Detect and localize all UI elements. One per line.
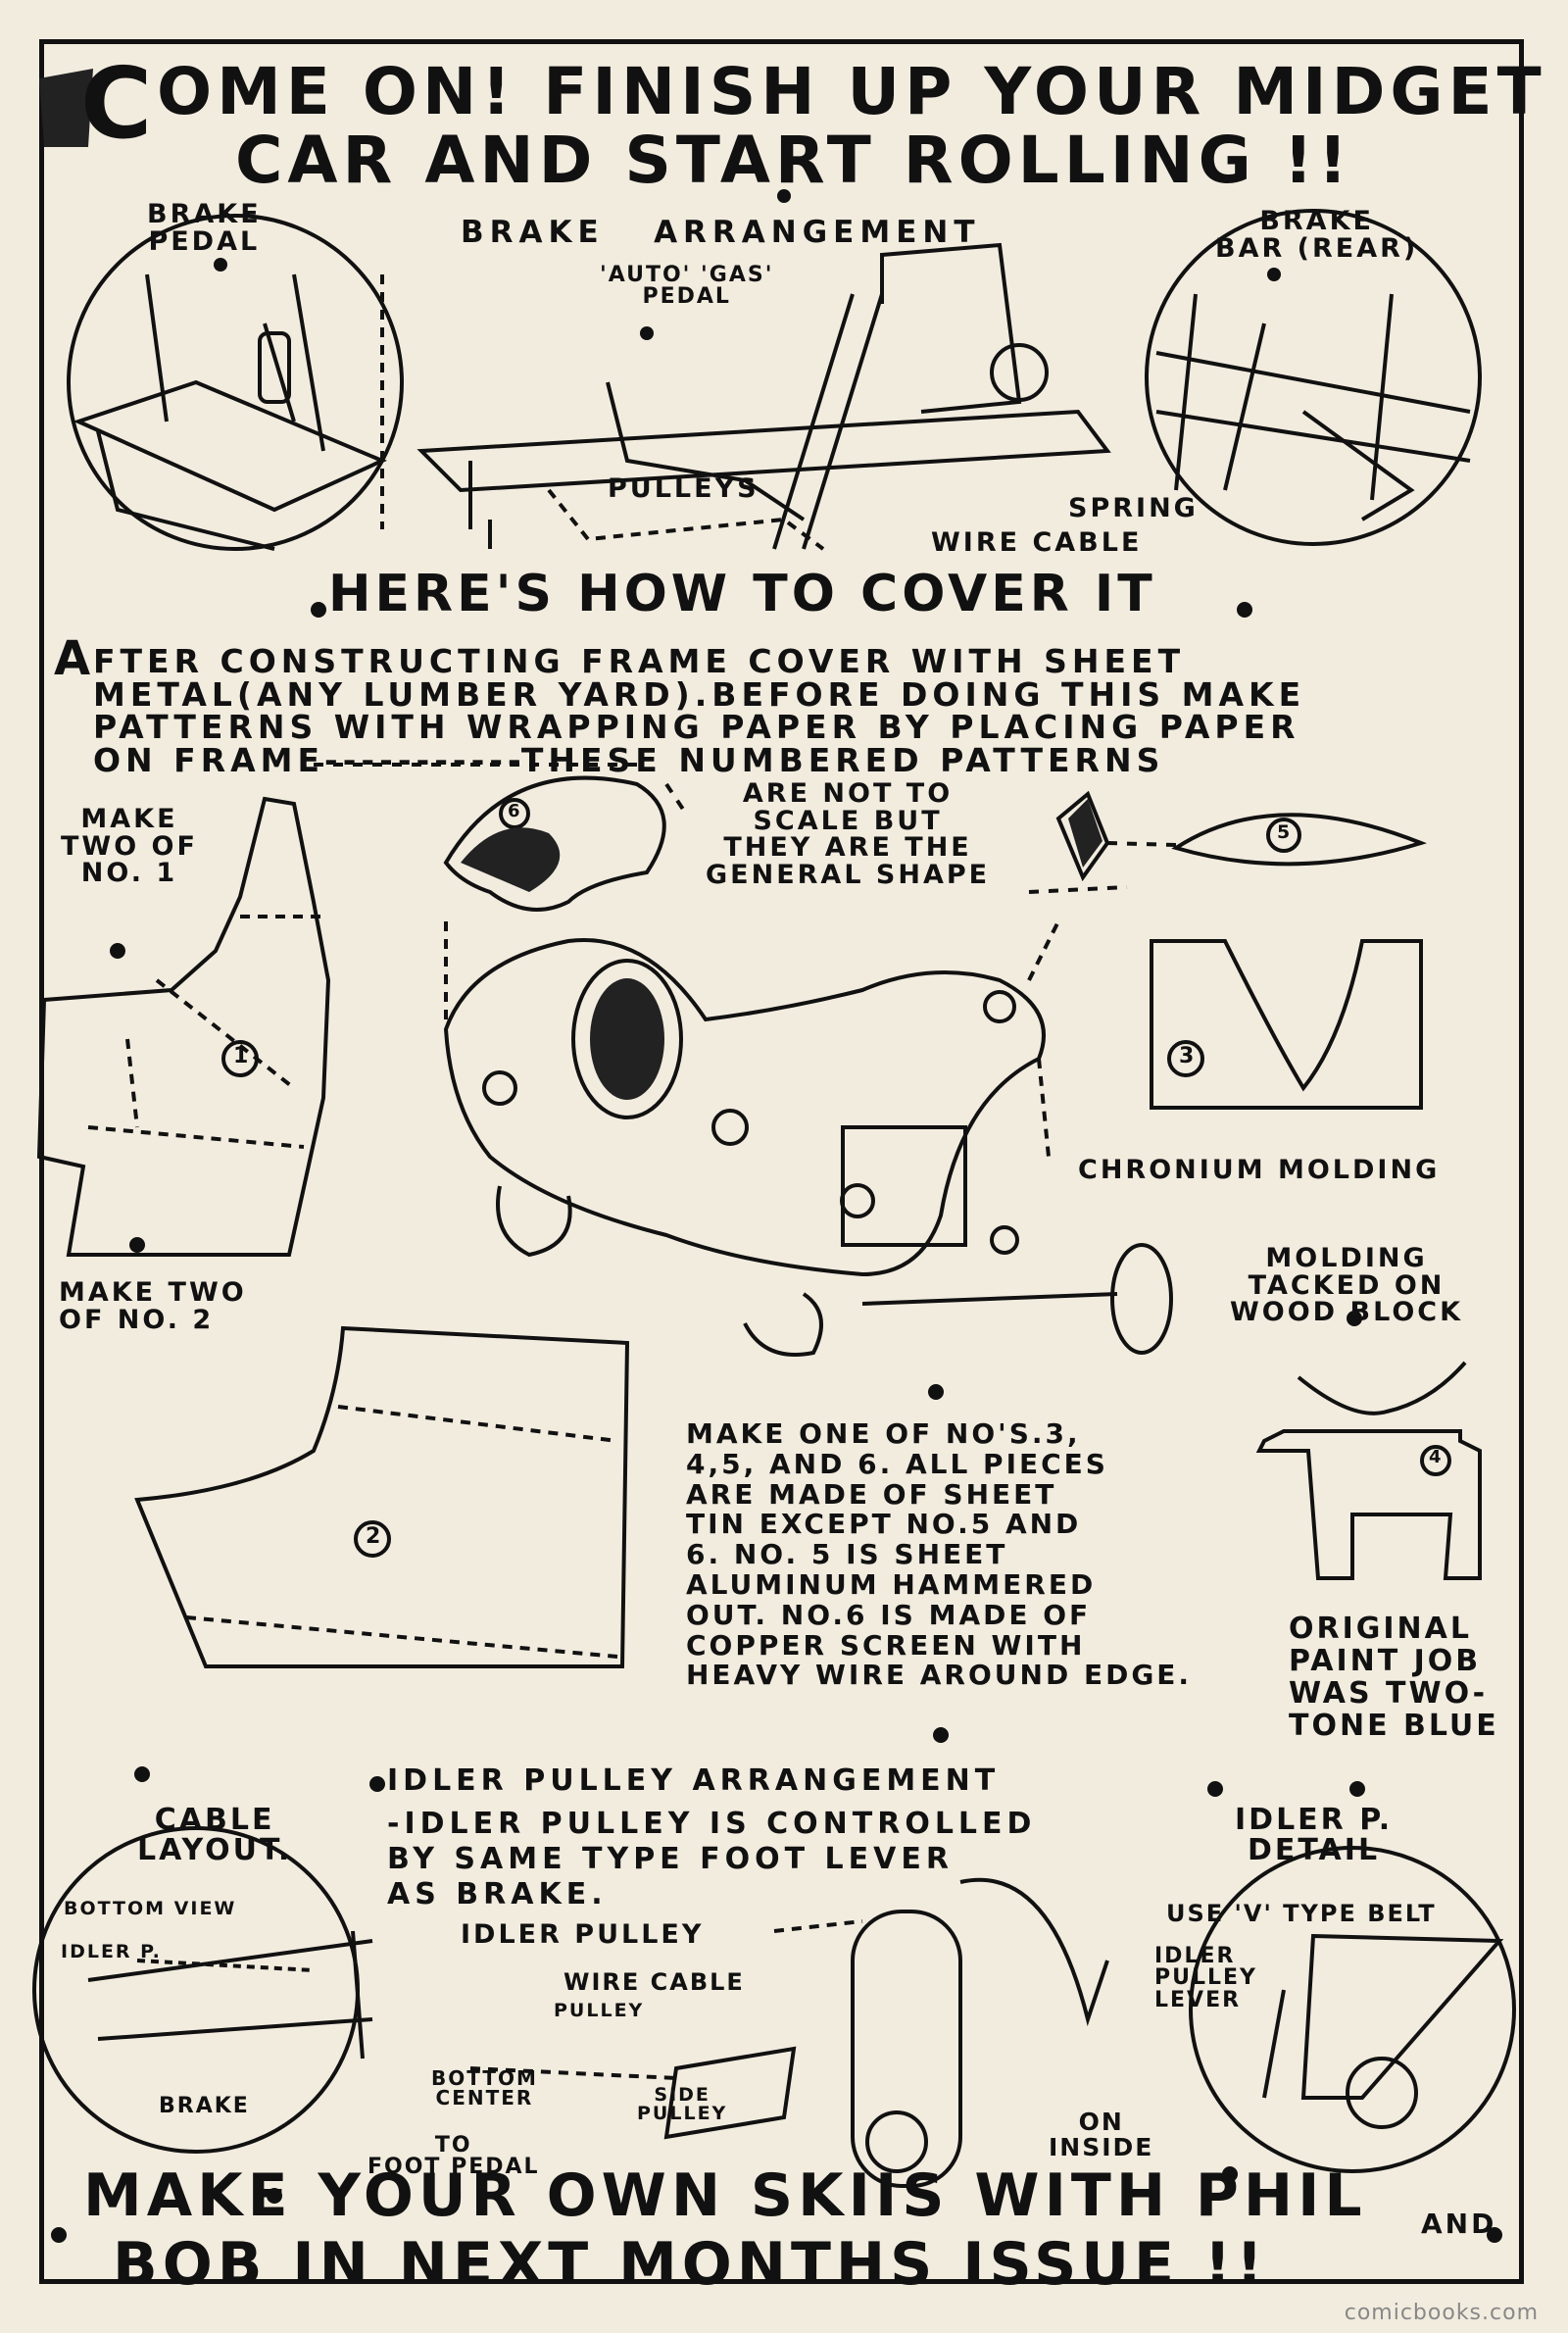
on-inside-label: ON INSIDE (1049, 2108, 1154, 2161)
cover-instructions: FTER CONSTRUCTING FRAME COVER WITH SHEET… (93, 642, 1306, 779)
use-v-belt-label: USE 'V' TYPE BELT (1166, 1900, 1437, 1927)
pulleys-label: PULLEYS (608, 473, 760, 504)
brake-bar-label: BRAKE BAR (REAR) (1215, 206, 1419, 264)
title-drop-cap: C (80, 46, 153, 161)
brake-label: BRAKE (159, 2094, 250, 2118)
original-paint-note: ORIGINAL PAINT JOB WAS TWO- TONE BLUE (1289, 1612, 1499, 1743)
pattern-number-6: 6 (508, 801, 522, 821)
idler-p-detail-label: IDLER P. DETAIL (1235, 1803, 1394, 1867)
pattern-number-3: 3 (1179, 1044, 1197, 1068)
pattern-number-1: 1 (233, 1044, 251, 1068)
make-one-instructions: MAKE ONE OF NO'S.3, 4,5, AND 6. ALL PIEC… (686, 1417, 1193, 1692)
footer-line-2: BOB IN NEXT MONTHS ISSUE !! (113, 2230, 1268, 2299)
pulley-label: PULLEY (554, 2000, 645, 2021)
bottom-view-label: BOTTOM VIEW (64, 1898, 237, 1919)
cable-layout-label: CABLE LAYOUT. (137, 1803, 293, 1867)
idler-pulley-lever-label: IDLER PULLEY LEVER (1154, 1944, 1257, 2012)
footer-and: AND (1421, 2208, 1497, 2240)
not-to-scale-note: ARE NOT TO SCALE BUT THEY ARE THE GENERA… (706, 778, 991, 890)
wire-cable-label-bottom: WIRE CABLE (564, 1968, 745, 1996)
idler-pulley-label: IDLER PULLEY (461, 1919, 705, 1950)
auto-gas-pedal-label: 'AUTO' 'GAS' PEDAL (600, 263, 774, 310)
pattern-number-4: 4 (1429, 1447, 1444, 1467)
watermark: comicbooks.com (1344, 2301, 1539, 2325)
pattern-number-5: 5 (1277, 821, 1293, 843)
idler-p-label: IDLER P. (61, 1941, 162, 1962)
spring-label: SPRING (1068, 493, 1199, 523)
brake-arrangement-heading: BRAKE ARRANGEMENT (461, 215, 981, 250)
idler-heading: IDLER PULLEY ARRANGEMENT (387, 1763, 1001, 1798)
chronium-molding-label: CHRONIUM MOLDING (1078, 1155, 1441, 1185)
bottom-center-label: BOTTOM CENTER (431, 2066, 538, 2110)
idler-description: -IDLER PULLEY IS CONTROLLED BY SAME TYPE… (387, 1807, 1037, 1911)
wire-cable-label: WIRE CABLE (931, 527, 1143, 558)
cover-heading: HERE'S HOW TO COVER IT (328, 565, 1156, 623)
brake-pedal-label: BRAKE PEDAL (147, 199, 262, 257)
make-two-no2-label: MAKE TWO OF NO. 2 (59, 1277, 247, 1335)
pattern-number-2: 2 (366, 1524, 383, 1549)
make-two-no1-label: MAKE TWO OF NO. 1 (61, 804, 198, 889)
to-foot-pedal-label: TO FOOT PEDAL (368, 2133, 540, 2180)
title-line-2: CAR AND START ROLLING !! (235, 123, 1352, 198)
title-line-1: OME ON! FINISH UP YOUR MIDGET (157, 54, 1546, 129)
footer-line-1: MAKE YOUR OWN SKIIS WITH PHIL (83, 2161, 1367, 2230)
cover-instructions-dropcap: A (54, 631, 91, 686)
molding-tacked-label: MOLDING TACKED ON WOOD BLOCK (1230, 1243, 1464, 1328)
side-pulley-label: SIDE PULLEY (637, 2084, 728, 2125)
